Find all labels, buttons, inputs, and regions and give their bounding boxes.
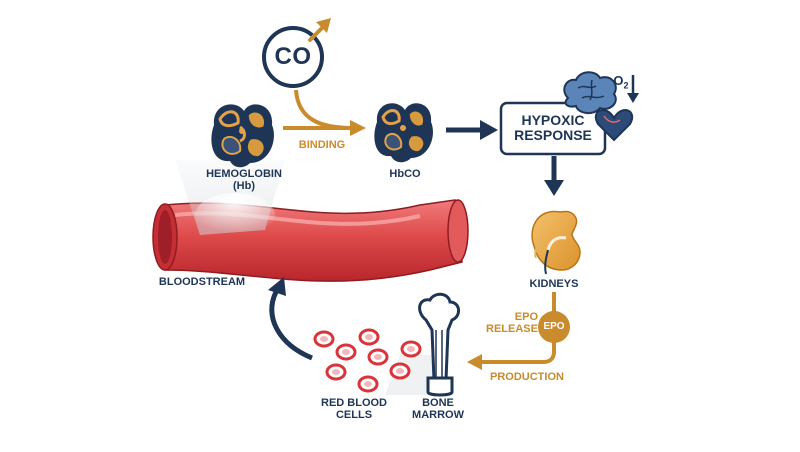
bone-marrow-line2: MARROW <box>412 409 464 422</box>
bone-icon <box>385 292 460 397</box>
epo-release-line2: RELEASE <box>486 323 538 336</box>
red-blood-cells-label: RED BLOOD CELLS <box>318 397 390 421</box>
o2-label: O2 <box>610 73 632 91</box>
rbc-1 <box>313 330 335 348</box>
epo-release-line1: EPO <box>514 311 538 323</box>
blood-vessel <box>152 160 469 282</box>
brain-heart-icon <box>563 71 639 142</box>
bone-marrow-line1: BONE <box>422 397 454 409</box>
kidneys-label: KIDNEYS <box>529 278 579 290</box>
hemoglobin-molecule <box>211 100 277 168</box>
o2-letter: O <box>613 73 624 88</box>
rbc-3 <box>335 343 357 361</box>
kidney-icon <box>531 210 581 275</box>
hemoglobin-label-line1: HEMOGLOBIN <box>206 168 282 180</box>
hemoglobin-label: HEMOGLOBIN (Hb) <box>196 168 292 192</box>
bone-marrow-label: BONE MARROW <box>408 397 468 421</box>
binding-label: BINDING <box>298 139 346 151</box>
o2-subscript: 2 <box>623 80 629 91</box>
production-label: PRODUCTION <box>490 371 564 383</box>
epo-release-label: EPO RELEASE <box>480 311 538 335</box>
binding-arrow <box>283 89 366 136</box>
hypoxic-line1: HYPOXIC <box>521 112 585 128</box>
co-icon <box>262 18 331 88</box>
rbc-4 <box>400 340 422 358</box>
co-label: CO <box>274 43 312 70</box>
epo-badge-circle <box>538 311 570 343</box>
bloodstream-label: BLOODSTREAM <box>158 276 246 288</box>
epo-badge-label: EPO <box>543 321 565 332</box>
hbco-label: HbCO <box>389 168 421 180</box>
to-kidneys-arrow <box>544 156 564 196</box>
to-hypoxic-arrow <box>446 120 498 140</box>
rbc-line1: RED BLOOD <box>321 397 387 409</box>
rbc-5 <box>367 348 389 366</box>
rbc-7 <box>389 362 411 380</box>
rbc-6 <box>325 363 347 381</box>
rbc-2 <box>358 328 380 346</box>
return-arrow <box>268 277 313 361</box>
rbc-line2: CELLS <box>335 409 373 422</box>
hypoxic-line2: RESPONSE <box>514 126 592 143</box>
red-blood-cells <box>313 328 422 393</box>
hypoxic-response-label: HYPOXIC RESPONSE <box>503 113 603 142</box>
rbc-8 <box>357 375 379 393</box>
epo-connector <box>467 292 556 370</box>
hemoglobin-label-line2: (Hb) <box>233 180 255 193</box>
hbco-molecule <box>374 103 433 163</box>
